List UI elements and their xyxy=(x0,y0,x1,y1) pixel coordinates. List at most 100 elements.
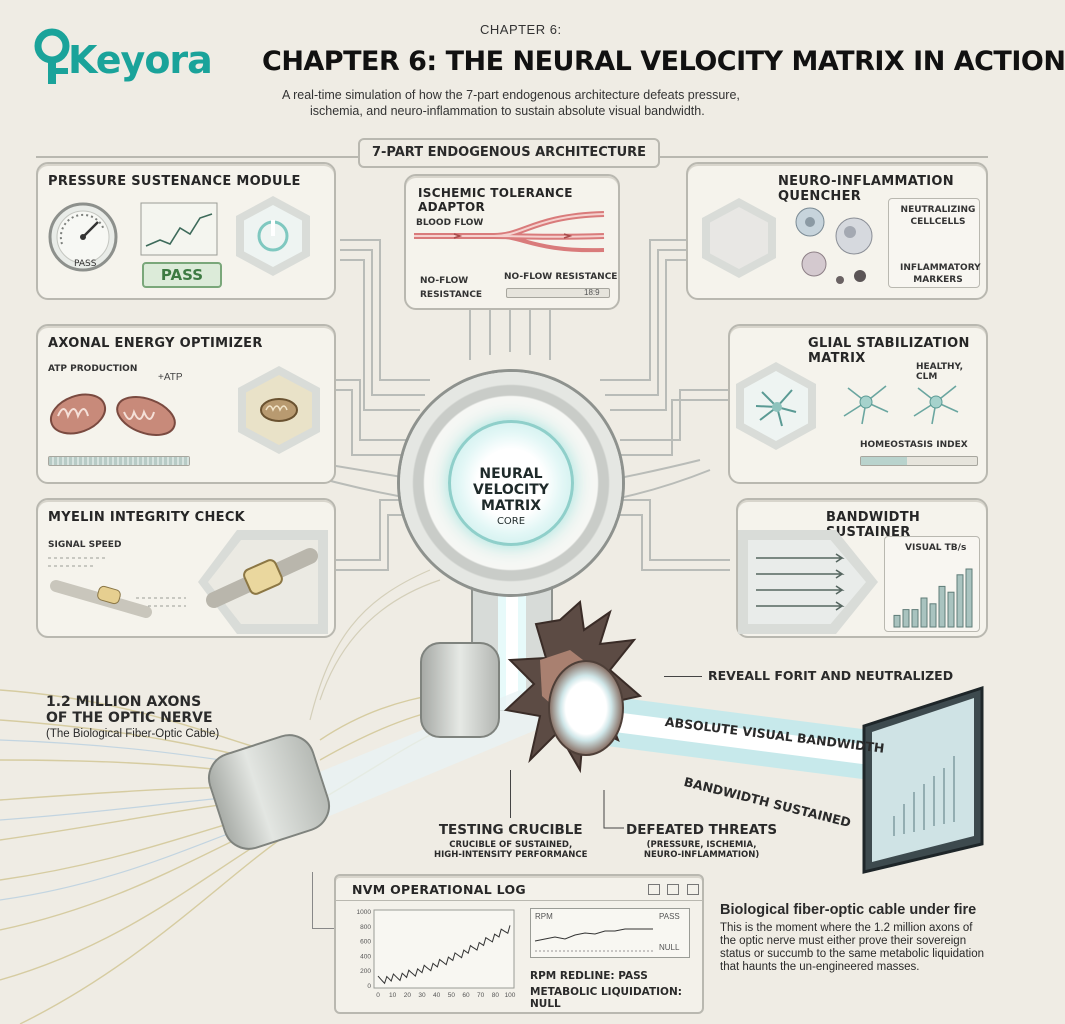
mitochondria-icon xyxy=(49,393,176,436)
core-screen xyxy=(448,420,574,546)
bandwidth-bar xyxy=(911,609,919,628)
log-y-tick: 600 xyxy=(360,939,371,946)
threats-callout: DEFEATED THREATS (PRESSURE, ISCHEMIA, NE… xyxy=(626,822,777,860)
signal-speed-label: SIGNAL SPEED xyxy=(48,540,122,550)
log-x-tick: 40 xyxy=(433,992,441,999)
neuro-inflammation-panel: NEURO-INFLAMMATION QUENCHER NEUTRALIZING… xyxy=(686,162,988,300)
callout-revealed-line xyxy=(664,676,702,677)
astrocyte-icon xyxy=(755,389,797,427)
plus-atp-label: +ATP xyxy=(158,372,183,383)
log-y-tick: 400 xyxy=(360,953,371,960)
axonal-panel-title: AXONAL ENERGY OPTIMIZER xyxy=(48,336,263,351)
throughput-bars xyxy=(893,568,973,628)
sidebar-title: Biological fiber-optic cable under fire xyxy=(720,902,977,918)
page-subtitle-line1: A real-time simulation of how the 7-part… xyxy=(282,88,740,102)
architecture-label-text: 7-PART ENDOGENOUS ARCHITECTURE xyxy=(371,145,647,160)
pass-badge: PASS xyxy=(142,262,222,288)
bandwidth-bar xyxy=(956,574,964,628)
axons-line1: 1.2 MILLION AXONS xyxy=(46,694,202,710)
healthy-label: HEALTHY, CLM xyxy=(916,362,964,382)
brand-logo: Keyora xyxy=(30,26,230,86)
crucible-sub2: HIGH-INTENSITY PERFORMANCE xyxy=(434,850,588,860)
log-connector-h xyxy=(312,928,334,929)
neuro-labels-box xyxy=(888,198,980,288)
bandwidth-bar xyxy=(929,603,937,628)
log-x-tick: 30 xyxy=(418,992,426,999)
bandwidth-bar xyxy=(938,585,946,628)
log-x-tick: 50 xyxy=(448,992,456,999)
glial-cells-icon xyxy=(843,385,959,425)
bandwidth-bar xyxy=(902,609,910,628)
neuro-panel-title: NEURO-INFLAMMATION QUENCHER xyxy=(778,174,954,204)
core-label-line3: MATRIX xyxy=(480,498,541,514)
axonal-energy-panel: AXONAL ENERGY OPTIMIZER ATP PRODUCTION +… xyxy=(36,324,336,484)
log-x-tick: 100 xyxy=(505,992,516,999)
maximize-icon[interactable] xyxy=(667,884,680,895)
log-x-tick: 0 xyxy=(376,992,380,999)
log-status-1: RPM REDLINE: PASS xyxy=(530,970,648,982)
atp-progress-bar xyxy=(48,456,190,466)
bandwidth-bar xyxy=(947,591,955,628)
key-icon xyxy=(34,28,70,84)
page-title: CHAPTER 6: THE NEURAL VELOCITY MATRIX IN… xyxy=(262,46,1065,77)
mitochondria-detail-icon xyxy=(260,398,298,422)
bandwidth-sustainer-panel: BANDWIDTH SUSTAINER VISUAL TB/s xyxy=(736,498,988,638)
log-x-tick: 70 xyxy=(477,992,485,999)
close-icon[interactable] xyxy=(686,884,699,895)
log-x-tick: 60 xyxy=(462,992,470,999)
axons-sub: (The Biological Fiber-Optic Cable) xyxy=(46,728,220,740)
gauge-label: PASS xyxy=(74,259,97,269)
inflammatory-markers-label: INFLAMMATORY MARKERS xyxy=(900,263,981,285)
log-chart-frame xyxy=(373,909,515,989)
core-label: NEURAL VELOCITY MATRIX CORE xyxy=(448,466,574,530)
visual-tbs-label: VISUAL TB/s xyxy=(905,543,967,553)
pass-badge-text: PASS xyxy=(160,266,204,284)
sidebar-body-1: This is the moment where the 1.2 million… xyxy=(720,922,973,934)
log-x-tick: 80 xyxy=(492,992,500,999)
core-label-line2: VELOCITY xyxy=(473,482,549,498)
blood-flow-label: BLOOD FLOW xyxy=(416,218,484,228)
myelin-cable-icon xyxy=(206,548,318,608)
minimize-icon[interactable] xyxy=(648,884,660,895)
blood-vessel-icon xyxy=(414,211,605,253)
atp-production-label: ATP PRODUCTION xyxy=(48,364,138,374)
pressure-panel-title: PRESSURE SUSTENANCE MODULE xyxy=(48,174,301,189)
axon-myelin-icon xyxy=(48,557,186,618)
ischemic-tolerance-panel: ISCHEMIC TOLERANCE ADAPTOR BLOOD FLOW NO… xyxy=(404,174,620,310)
pressure-sustenance-panel: PRESSURE SUSTENANCE MODULE PASS PASS xyxy=(36,162,336,300)
neutralizing-label: NEUTRALIZING CELLCELLS xyxy=(900,205,976,227)
throughput-chart: VISUAL TB/s xyxy=(884,536,980,632)
connection-wires xyxy=(289,239,730,571)
brand-name: Keyora xyxy=(68,38,213,82)
log-y-tick: 800 xyxy=(360,924,371,931)
noflow-meter xyxy=(506,288,610,298)
rpm-label: RPM xyxy=(535,912,553,921)
core-joint xyxy=(420,642,500,738)
threats-pointer xyxy=(603,790,624,829)
noflow-right-label: NO-FLOW RESISTANCE xyxy=(504,272,618,282)
crucible-ring xyxy=(548,660,624,756)
window-controls xyxy=(648,882,699,900)
log-title: NVM OPERATIONAL LOG xyxy=(352,882,526,897)
noflow-meter-value: 18:9 xyxy=(584,288,600,297)
bandwidth-bar xyxy=(893,614,901,628)
noflow-left-label: NO-FLOW RESISTANCE xyxy=(420,276,483,300)
output-monitor-icon xyxy=(862,685,984,874)
chapter-kicker: CHAPTER 6: xyxy=(480,22,562,37)
log-trace xyxy=(377,925,511,985)
bandwidth-bar xyxy=(965,568,973,628)
bandwidth-bar xyxy=(920,597,928,628)
inflammation-cells-icon xyxy=(795,207,873,284)
myelin-integrity-panel: MYELIN INTEGRITY CHECK SIGNAL SPEED xyxy=(36,498,336,638)
callout-revealed: REVEALL FORIT AND NEUTRALIZED xyxy=(708,668,954,683)
axons-callout: 1.2 MILLION AXONS OF THE OPTIC NERVE (Th… xyxy=(46,694,219,740)
log-x-tick: 10 xyxy=(389,992,397,999)
log-connector xyxy=(312,872,313,928)
sidebar-body-2: the optic nerve must either prove their … xyxy=(720,935,967,947)
architecture-label: 7-PART ENDOGENOUS ARCHITECTURE xyxy=(358,138,660,168)
sidebar-body-3: status or succumb to the same metabolic … xyxy=(720,948,984,960)
threats-sub2: NEURO-INFLAMMATION) xyxy=(643,850,760,860)
glial-stabilization-panel: GLIAL STABILIZATION MATRIX HEALTHY, CLM … xyxy=(728,324,988,484)
